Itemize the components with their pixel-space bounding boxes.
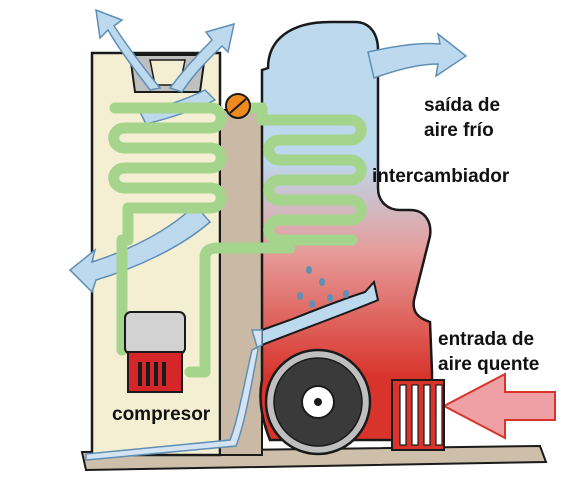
air-duct [259, 20, 434, 442]
compressor-vents [138, 362, 166, 386]
label-hot-air-in-line2: aire quente [438, 354, 540, 375]
evaporator-coil [239, 102, 367, 246]
drain-tray [261, 279, 380, 347]
label-cold-air-out-line1: saída de [424, 95, 501, 116]
refrigerant-pipe [184, 242, 296, 378]
compressor-body-icon [124, 311, 186, 355]
hot-air-inlet-arrow-icon [441, 372, 556, 440]
blower-fan-axle-icon [314, 398, 322, 406]
label-cold-air-out-line2: aire frío [424, 120, 494, 141]
grille-slats [399, 384, 443, 446]
cold-air-up-left-arrow-icon [95, 8, 162, 91]
label-cold-air-out: saída de aire frío [424, 93, 500, 143]
label-hot-air-in: entrada de aire quente [438, 327, 539, 377]
air-through-coil-left-arrow-icon [68, 203, 212, 294]
label-compressor-text: compresor [112, 404, 211, 425]
cold-air-up-right-arrow-icon [168, 22, 235, 93]
condensate-drops-icon [297, 266, 349, 308]
label-exchanger: intercambiador [372, 164, 509, 189]
cold-air-outlet-arrow-icon [367, 32, 468, 79]
condenser-coil [108, 102, 227, 356]
label-exchanger-text: intercambiador [372, 166, 510, 187]
label-compressor: compresor [112, 402, 210, 427]
drain-pipe [85, 329, 263, 461]
label-hot-air-in-line1: entrada de [438, 329, 535, 350]
expansion-valve-slot [229, 98, 247, 114]
